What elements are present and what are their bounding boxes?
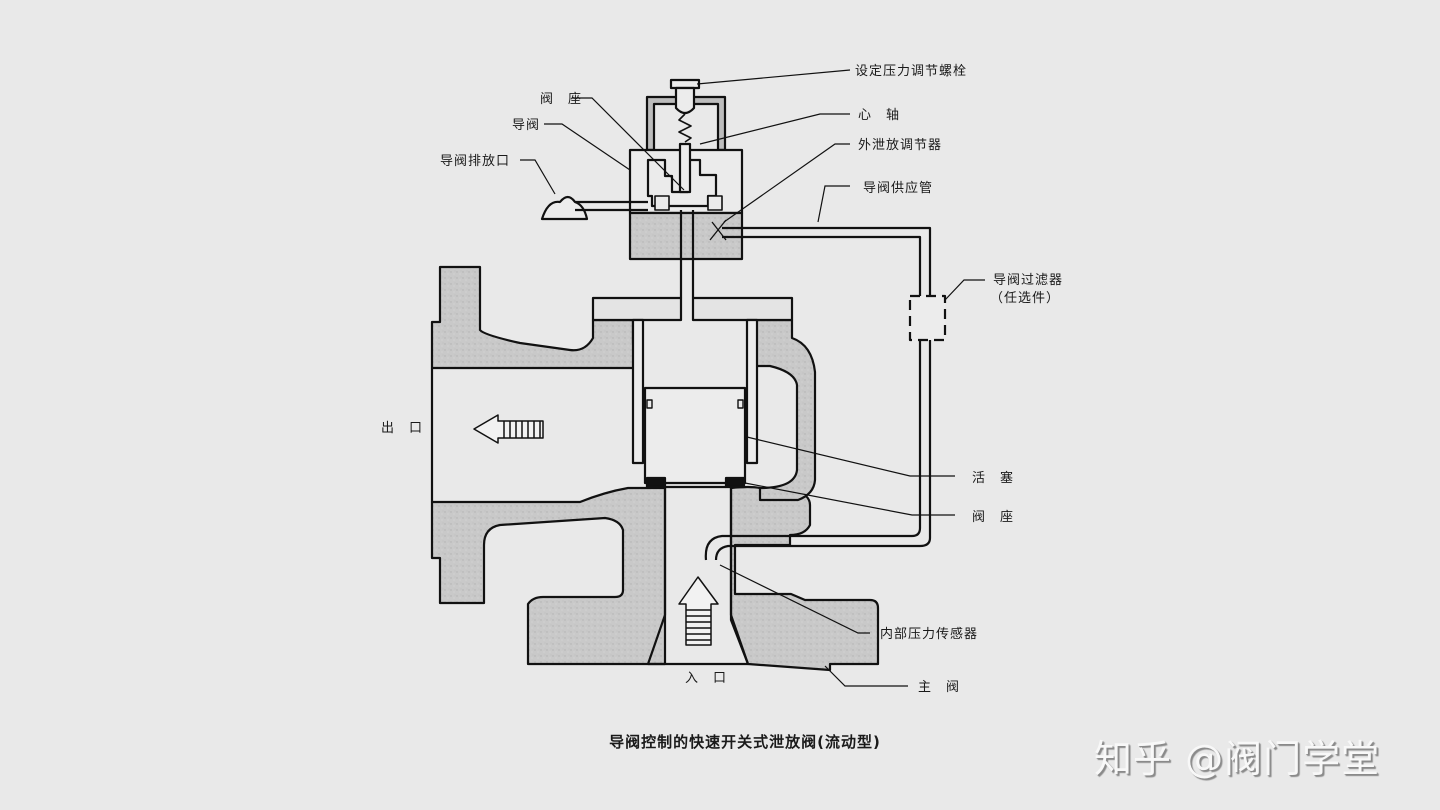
body-lower-wall (430, 486, 667, 666)
spindle (678, 142, 692, 194)
label-internal-pressure-sensor: 内部压力传感器 (880, 626, 978, 642)
label-inlet: 入 口 (685, 671, 727, 686)
seat-insert-left (645, 476, 667, 489)
label-pilot-supply-pipe: 导阀供应管 (863, 180, 933, 196)
label-spindle: 心 轴 (858, 108, 900, 123)
cylinder-liner-right (745, 318, 759, 465)
piston (643, 386, 747, 485)
body-inlet-right (729, 485, 880, 672)
leader-lines (520, 69, 985, 687)
adjusting-bolt (674, 86, 696, 115)
piston-assembly (631, 318, 759, 489)
exhaust-cap (540, 195, 589, 221)
piston-ring-right (737, 399, 744, 409)
label-pilot-filter-note: （任选件） (990, 291, 1060, 306)
outlet-flow-arrow (473, 414, 544, 444)
label-piston: 活 塞 (972, 470, 1014, 486)
label-outlet: 出 口 (381, 421, 423, 436)
watermark: 知乎 @阀门学堂 (1094, 737, 1381, 781)
label-set-pressure-bolt: 设定压力调节螺栓 (855, 64, 967, 79)
label-pilot-exhaust: 导阀排放口 (440, 154, 510, 169)
main-valve-cover-right (691, 296, 794, 322)
body-upper-wall (430, 265, 642, 370)
body-right-wall (751, 318, 817, 502)
pilot-exhaust (540, 195, 648, 221)
pilot-supply-line (704, 294, 947, 561)
spring-icon (678, 113, 692, 143)
cylinder-liner-left (631, 318, 645, 465)
pilot-valve (628, 78, 932, 298)
piston-ring-left (646, 399, 653, 409)
filter-housing (908, 294, 947, 342)
main-valve-cover-left (591, 296, 683, 322)
inlet-throat (646, 488, 750, 666)
label-pilot-valve: 导阀 (512, 118, 540, 133)
label-pilot-seat: 阀 座 (540, 92, 582, 107)
label-main-valve: 主 阀 (918, 680, 960, 695)
label-pilot-filter: 导阀过滤器 (993, 273, 1063, 288)
inlet-flow-arrow (678, 576, 719, 646)
diagram-caption: 导阀控制的快速开关式泄放阀(流动型) (609, 733, 881, 751)
label-main-seat: 阀 座 (972, 510, 1014, 525)
adjusting-bolt-head (669, 78, 701, 90)
label-blowdown-adjuster: 外泄放调节器 (858, 138, 942, 153)
seat-insert-right (724, 476, 746, 489)
